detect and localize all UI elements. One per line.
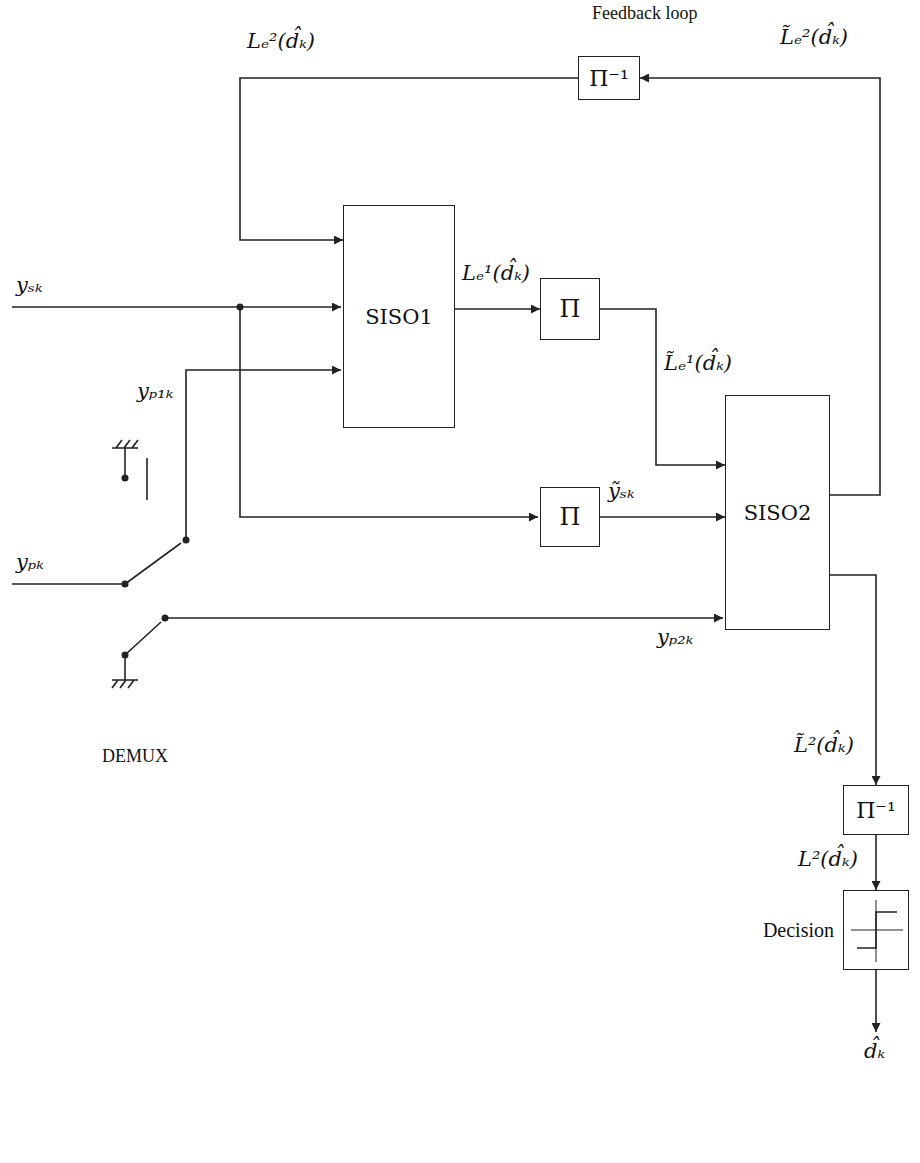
switch-pivot xyxy=(122,581,129,588)
switch-bar xyxy=(146,458,148,500)
ground-symbol xyxy=(112,680,138,688)
signal-name: yₚ₂ₖ xyxy=(655,624,695,650)
switch-pivot xyxy=(122,652,129,659)
signal-connector xyxy=(455,308,540,310)
signal-connector xyxy=(600,516,725,518)
signal-connector xyxy=(600,309,725,465)
box-label: SISO2 xyxy=(744,501,812,525)
junction-dot xyxy=(237,304,244,311)
box-label: SISO1 xyxy=(365,305,433,329)
siso-decoder: SISO2 xyxy=(725,395,830,630)
decision-box: Decision xyxy=(843,890,909,970)
step-symbol xyxy=(857,912,897,948)
signal-label: L̃ₑ²(d̂ₖ) xyxy=(778,24,850,50)
signal-connector xyxy=(875,835,877,890)
switch-blade xyxy=(125,622,161,655)
box-label: Π xyxy=(560,503,581,531)
signal-name: yₛₖ xyxy=(14,272,45,298)
input-wire xyxy=(12,306,341,308)
signal-label: Lₑ¹(d̂ₖ) xyxy=(460,260,532,286)
ground-wire xyxy=(124,448,126,478)
switch-contact xyxy=(122,475,129,482)
interleaver-box: Π xyxy=(540,487,600,547)
input-wire xyxy=(12,583,125,585)
box-label: Π⁻¹ xyxy=(589,66,629,91)
deinterleaver-box: Π⁻¹ xyxy=(578,56,640,100)
switch-blade xyxy=(125,543,181,584)
branch-wire xyxy=(240,307,538,517)
output-wire xyxy=(875,970,877,1032)
switch-contact xyxy=(162,615,169,622)
signal-name: yₚ₁ₖ xyxy=(135,378,175,404)
input-wire xyxy=(165,617,723,619)
signal-connector xyxy=(640,78,880,495)
signal-label: L²(d̂ₖ) xyxy=(796,846,860,872)
signal-name: yₚₖ xyxy=(14,549,46,575)
signal-label: ỹₛₖ xyxy=(606,478,637,504)
output-name: d̂ₖ xyxy=(862,1038,887,1064)
loop-title: Feedback loop xyxy=(590,2,699,25)
signal-connector xyxy=(240,78,578,240)
box-label: Π xyxy=(560,295,581,323)
box-label: Π⁻¹ xyxy=(856,798,896,823)
deinterleaver-box: Π⁻¹ xyxy=(843,785,909,835)
input-wire xyxy=(186,370,341,540)
demux-label: DEMUX xyxy=(100,745,170,768)
siso-decoder: SISO1 xyxy=(343,205,455,428)
switch-contact xyxy=(183,537,190,544)
decision-label: Decision xyxy=(763,919,834,942)
decision-axes xyxy=(851,900,903,962)
ground-symbol xyxy=(112,440,138,448)
signal-label: Lₑ²(d̂ₖ) xyxy=(245,28,317,54)
ground-wire xyxy=(124,655,126,680)
signal-label: L̃ₑ¹(d̂ₖ) xyxy=(662,350,734,376)
interleaver-box: Π xyxy=(540,278,600,340)
signal-label: L̃²(d̂ₖ) xyxy=(792,732,856,758)
